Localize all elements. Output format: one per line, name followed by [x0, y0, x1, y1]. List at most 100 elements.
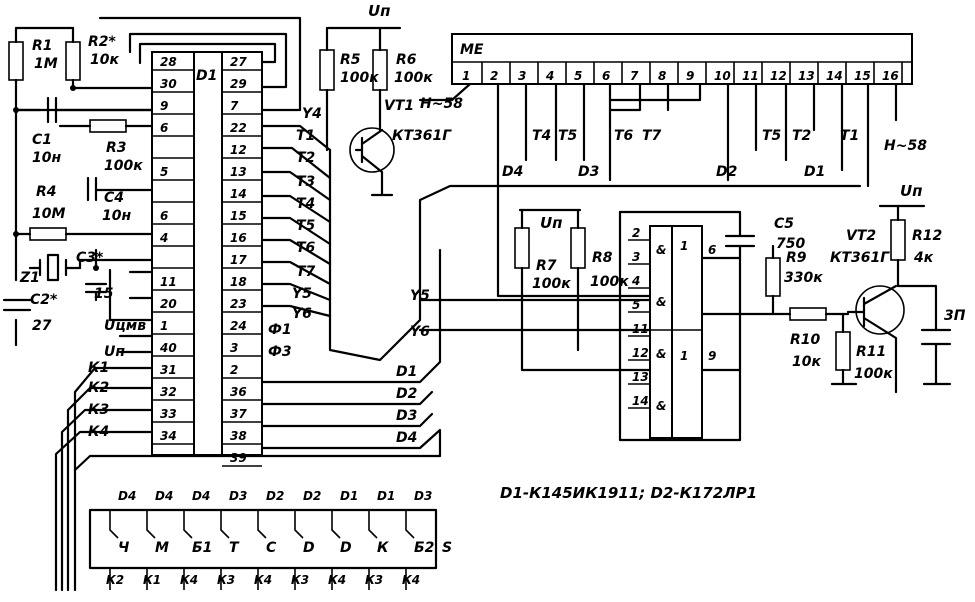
svg-text:D1: D1: [804, 164, 825, 180]
svg-text:КТ361Г: КТ361Г: [392, 128, 452, 144]
d1-label: D1: [196, 68, 217, 84]
d2-out-pin: 6: [708, 243, 716, 257]
d2-pin: 4: [631, 274, 640, 288]
d1-left-pin: 31: [160, 363, 177, 377]
d1-left-pin: 5: [160, 165, 168, 179]
d1-left-pin: 34: [160, 429, 177, 443]
d1-left-pin: 33: [160, 407, 177, 421]
kb-switch: [405, 510, 415, 590]
d-bus: D1 D2 D3 D4: [73, 248, 442, 472]
svg-text:Т1: Т1: [840, 128, 859, 144]
svg-text:R7: R7: [536, 258, 557, 274]
me-pin-number: 9: [686, 69, 694, 83]
svg-text:10н: 10н: [102, 208, 131, 224]
d1-right-pin: 37: [230, 407, 247, 421]
svg-text:R2*: R2*: [88, 34, 117, 50]
t-bus: Т1 Т2 Т3 Т4 Т5 Т6 Т7 Y5 Y6 Ф1 Ф3 Y4 Y5 Y…: [260, 106, 862, 362]
svg-text:330к: 330к: [784, 270, 823, 286]
d2-gate: &: [656, 243, 666, 257]
svg-text:100к: 100к: [340, 70, 379, 86]
svg-text:750: 750: [776, 236, 805, 252]
d1-right-pin: 36: [230, 385, 247, 399]
d2-gate: &: [656, 347, 666, 361]
d1-right-pin: 15: [230, 209, 247, 223]
kb-key: D: [303, 540, 315, 556]
d2-gate: &: [656, 295, 666, 309]
kb-row-bottom: К4: [328, 573, 346, 587]
me-pin-number: 15: [854, 69, 871, 83]
d1-left-pin: 6: [160, 209, 168, 223]
svg-text:R1: R1: [32, 38, 53, 54]
kb-switch: [146, 510, 156, 590]
svg-text:Т4: Т4: [296, 196, 315, 212]
svg-text:10М: 10М: [32, 206, 65, 222]
d1-right-pin: 29: [230, 77, 247, 91]
me-pin-number: 1: [462, 69, 470, 83]
svg-text:R8: R8: [592, 250, 613, 266]
d1-left-pin: 9: [160, 99, 168, 113]
svg-text:Н~58: Н~58: [884, 138, 927, 154]
d2-pin: 2: [632, 226, 640, 240]
svg-text:Т2: Т2: [296, 150, 315, 166]
kb-row-top: D2: [266, 489, 284, 503]
d1-right-pin: 22: [230, 121, 247, 135]
kb-key: Т: [229, 540, 240, 556]
d1-right-pin: 23: [230, 297, 247, 311]
svg-text:Т5: Т5: [558, 128, 578, 144]
d1-right-pin: 17: [230, 253, 247, 267]
svg-text:VT1: VT1: [384, 98, 414, 114]
kb-row-top: D1: [340, 489, 358, 503]
kb-switch: [220, 510, 230, 590]
kb-row-top: D3: [229, 489, 247, 503]
d1-left-pin: 11: [160, 275, 177, 289]
me-pin-number: 5: [574, 69, 582, 83]
d2-pin: 5: [632, 298, 640, 312]
me-pin-number: 13: [798, 69, 815, 83]
svg-text:МЕ: МЕ: [460, 42, 484, 58]
d1-right-pin: 18: [230, 275, 247, 289]
d1-right-pin: 24: [230, 319, 247, 333]
kb-row-bottom: К3: [365, 573, 383, 587]
svg-text:Y5: Y5: [410, 288, 430, 304]
d1-left-pin: 40: [159, 341, 177, 355]
me-pin-number: 14: [826, 69, 843, 83]
svg-text:КТ361Г: КТ361Г: [830, 250, 890, 266]
svg-text:Uп: Uп: [900, 182, 923, 200]
svg-text:Т6: Т6: [614, 128, 634, 144]
kb-row-top: D4: [192, 489, 210, 503]
svg-text:10к: 10к: [792, 354, 821, 370]
kb-switch: [109, 510, 119, 590]
svg-text:R5: R5: [340, 52, 361, 68]
kb-row-bottom: К1: [143, 573, 161, 587]
d1-left-pin: 32: [160, 385, 177, 399]
svg-text:100к: 100к: [532, 276, 571, 292]
d1-left-pin: 28: [160, 55, 177, 69]
svg-text:100к: 100к: [854, 366, 893, 382]
d1-right-pin: 16: [230, 231, 247, 245]
kb-switch: [257, 510, 267, 590]
d1-right-pin: 2: [230, 363, 238, 377]
me-pin-number: 16: [882, 69, 899, 83]
left-components: [2, 26, 154, 354]
d1-right-pin: 13: [230, 165, 247, 179]
svg-text:К2: К2: [88, 380, 109, 396]
kb-switch: [331, 510, 341, 590]
d1-left-pin: 30: [160, 77, 177, 91]
d2-pin: 13: [632, 370, 649, 384]
svg-text:С5: С5: [774, 216, 794, 232]
svg-text:R9: R9: [786, 250, 807, 266]
svg-text:К3: К3: [88, 402, 109, 418]
me-pin-number: 10: [714, 69, 731, 83]
svg-text:D2: D2: [716, 164, 737, 180]
svg-text:Y6: Y6: [410, 324, 430, 340]
d1-left-pin: 4: [159, 231, 168, 245]
vt1-section: Uп R5 100к R6 100к VT1 КТ361Г: [319, 2, 452, 197]
svg-text:Uп: Uп: [540, 214, 563, 232]
svg-text:Т6: Т6: [296, 240, 316, 256]
left-labels: R1 1М R2* 10к С1 10н R3 100к R4 10М С4 1…: [19, 34, 146, 360]
d1-right-pin: 27: [230, 55, 247, 69]
kb-row-top: D4: [118, 489, 136, 503]
